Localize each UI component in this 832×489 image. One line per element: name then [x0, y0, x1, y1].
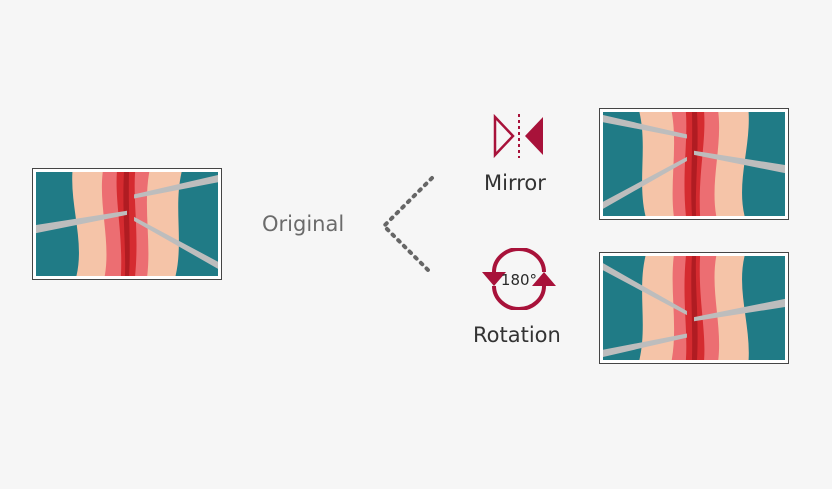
mirror-label: Mirror	[484, 171, 546, 195]
surgical-scene-rotated	[603, 256, 785, 360]
original-image	[32, 168, 222, 280]
rotate-180-icon: 180°	[482, 248, 556, 310]
mirrored-image	[599, 108, 789, 220]
rotation-degree-text: 180°	[501, 271, 537, 289]
surgical-scene	[36, 172, 218, 276]
mirror-flip-icon	[493, 113, 543, 159]
rotated-image	[599, 252, 789, 364]
surgical-scene-mirrored	[603, 112, 785, 216]
dotted-chevron-arrow-icon	[381, 176, 434, 276]
original-label: Original	[262, 212, 345, 236]
rotation-label: Rotation	[473, 323, 561, 347]
